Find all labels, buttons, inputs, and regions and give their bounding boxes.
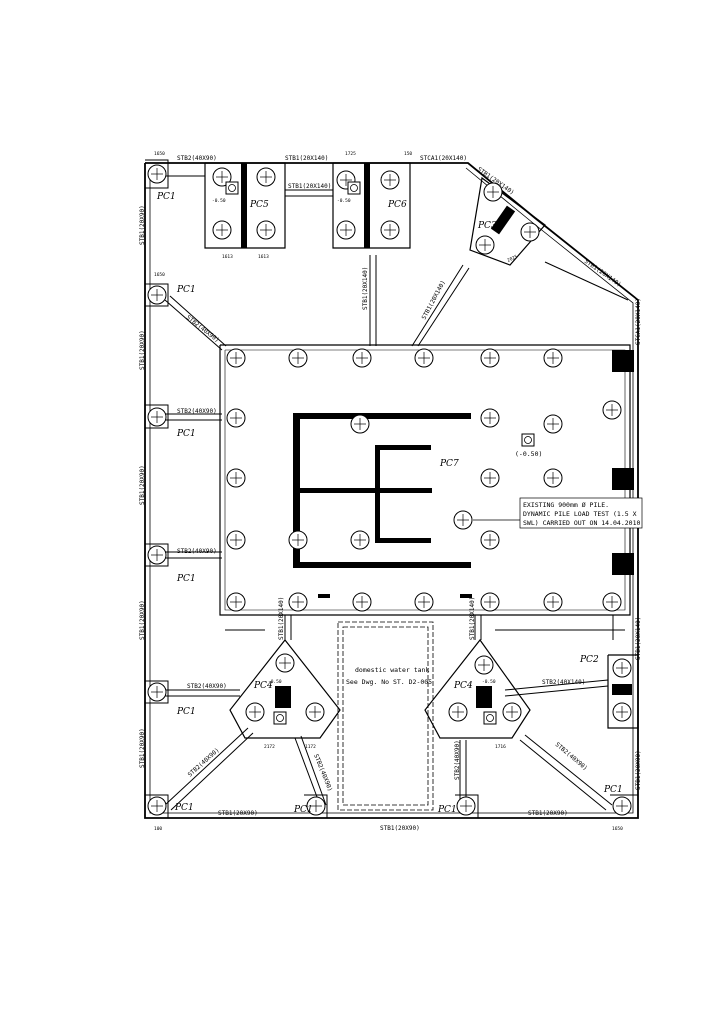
- dim-top-mid: 1725: [345, 151, 356, 157]
- beam-label-diag-bm: STB2(40X90): [312, 753, 333, 792]
- beam-label-left-v5: STB1(20X90): [139, 728, 146, 768]
- beam-label-top-mid: STB1(20X140): [285, 155, 328, 162]
- label-pc4-right: PC4: [453, 681, 473, 691]
- beam-label-bottom-left: STB1(20X90): [218, 810, 258, 817]
- label-pc1-g: PC1: [293, 805, 313, 815]
- beam-label-diag-left: STB2(40X90): [185, 314, 221, 344]
- note-line-3: SWL) CARRIED OUT ON 14.04.2010: [523, 519, 640, 527]
- dim-bottom-b: 1650: [612, 826, 623, 832]
- beam-label-right-v3: STB1(20X90): [635, 750, 642, 790]
- label-pc3: PC3: [477, 221, 497, 231]
- beam-label-right-v2: STB1(20X140): [635, 617, 642, 660]
- dim-pc5-a: 1613: [222, 254, 233, 260]
- label-pc1-f: PC1: [174, 803, 194, 813]
- beam-label-left-2: STB2(40X90): [177, 408, 217, 415]
- beam-label-right-pc2: STB2(40X140): [542, 679, 585, 686]
- beam-label-pc5-pc6: STB1(20X140): [288, 183, 331, 190]
- beam-label-diag-pc3: STB1(20X140): [421, 279, 448, 321]
- water-tank-outline: [337, 621, 434, 811]
- water-tank-label: domestic water tank See Dwg. No ST. D2-0…: [346, 666, 432, 686]
- note-line-1: EXISTING 900mm Ø PILE.: [523, 501, 609, 509]
- level-pc6: -0.50: [337, 198, 351, 204]
- beam-labels: STB2(40X90) STB1(20X140) STCA1(20X140) S…: [139, 155, 642, 832]
- note-line-2: DYNAMIC PILE LOAD TEST (1.5 X: [523, 510, 637, 518]
- label-pc4-left: PC4: [253, 681, 273, 691]
- beam-label-v-bottom: STB2(40X90): [454, 740, 461, 780]
- beam-label-left-v1: STB1(20X90): [139, 205, 146, 245]
- label-pc1-e: PC1: [176, 707, 196, 717]
- dim-pc4l-b: 1172: [305, 744, 316, 750]
- pile-cap-pc4-left: [229, 639, 341, 739]
- dim-top-left: 1650: [154, 151, 165, 157]
- grade-beams: [164, 175, 629, 811]
- label-pc1-b: PC1: [176, 285, 196, 295]
- label-pc1-h: PC1: [437, 805, 457, 815]
- beam-label-diag-bl: STB2(40X90): [187, 747, 221, 779]
- label-pc6: PC6: [387, 200, 407, 210]
- label-pc1-i: PC1: [603, 785, 623, 795]
- beam-label-left-v4: STB1(20X90): [139, 600, 146, 640]
- dim-bottom-a: 100: [154, 826, 162, 832]
- level-tags: -0.50 -0.50 (-0.50) -0.50 -0.50: [212, 198, 542, 685]
- level-pc7: (-0.50): [515, 450, 542, 458]
- beam-label-left-v2: STB1(20X90): [139, 330, 146, 370]
- beam-label-left-3: STB2(40X90): [177, 548, 217, 555]
- label-pc1-a: PC1: [156, 192, 176, 202]
- tank-line-1: domestic water tank: [355, 666, 429, 674]
- dim-edge: 1650: [154, 272, 165, 278]
- label-pc7: PC7: [439, 459, 459, 469]
- pc7-slab-outline: [219, 344, 631, 616]
- label-pc2: PC2: [579, 655, 599, 665]
- pc7-pile-grid: [226, 348, 634, 612]
- beam-label-left-4: STB2(40X90): [187, 683, 227, 690]
- beam-label-right-v: STCA1(20X140): [635, 298, 642, 345]
- pile-cap-pc3: [469, 176, 546, 266]
- beam-label-pc4l: STB1(20X140): [278, 597, 285, 640]
- beam-label-center-v: STB1(20X140): [362, 267, 369, 310]
- beam-label-left-v3: STB1(20X90): [139, 465, 146, 505]
- level-pc5: -0.50: [212, 198, 226, 204]
- dim-pc3: 2025: [506, 254, 519, 264]
- pile-cap-labels: PC1 PC1 PC1 PC1 PC1 PC1 PC1 PC1 PC1 PC2 …: [156, 192, 623, 815]
- pile-cap-pc6: [332, 162, 411, 249]
- pile-cap-pc2: [607, 654, 639, 729]
- beam-label-bottom-right: STB1(20X90): [528, 810, 568, 817]
- beam-label-diag-br: STB2(40X90): [554, 741, 589, 772]
- label-pc1-d: PC1: [176, 574, 196, 584]
- beam-label-diag-top-right: STB1(20X140): [583, 258, 623, 289]
- pile-caps-pc1: [145, 159, 639, 819]
- label-pc5: PC5: [249, 200, 269, 210]
- beam-label-bottom-mid: STB1(20X90): [380, 825, 420, 832]
- label-pc1-c: PC1: [176, 429, 196, 439]
- level-pc4-right: -0.50: [482, 679, 496, 685]
- dimension-labels: 1650 1725 150 1613 1613 2025 2172 1172 1…: [154, 151, 623, 832]
- dim-pc4l-a: 2172: [264, 744, 275, 750]
- tank-line-2: See Dwg. No ST. D2-005: [346, 678, 432, 686]
- pile-test-callout: EXISTING 900mm Ø PILE. DYNAMIC PILE LOAD…: [473, 497, 643, 529]
- core-walls: [293, 413, 471, 568]
- dim-top-right: 150: [404, 151, 412, 157]
- beam-label-pc4r: STB1(20X140): [469, 597, 476, 640]
- dim-pc5-b: 1613: [258, 254, 269, 260]
- beam-label-top-left: STB2(40X90): [177, 155, 217, 162]
- pile-cap-pc4-right: [424, 638, 531, 739]
- dim-pc4r-a: 1716: [495, 744, 506, 750]
- beam-label-top-right: STCA1(20X140): [420, 155, 467, 162]
- level-pc4-left: -0.50: [268, 679, 282, 685]
- pile-cap-pc5: [204, 162, 286, 249]
